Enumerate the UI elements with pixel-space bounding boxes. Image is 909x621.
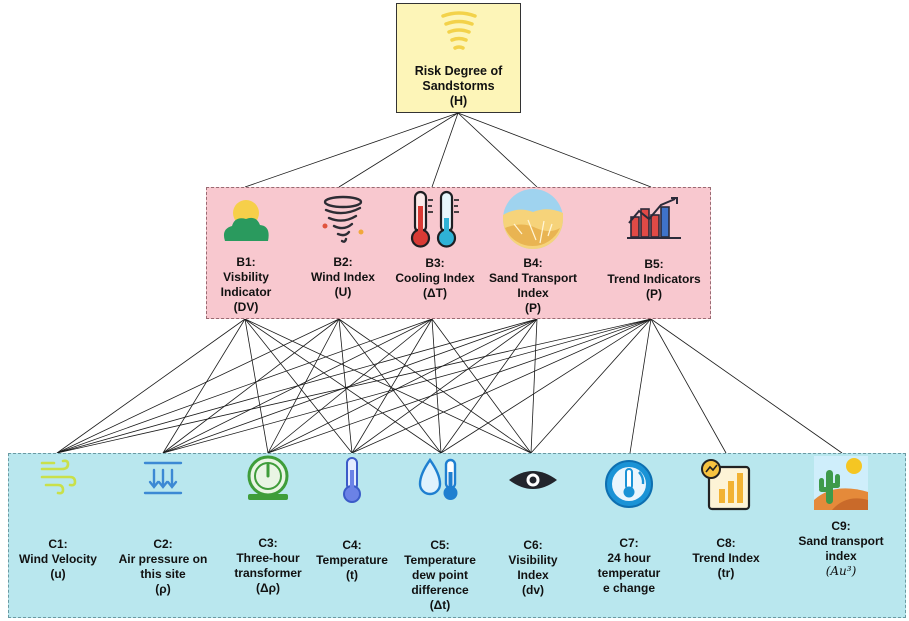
link-b4-c1 (56, 318, 538, 454)
criterion-b5: B5: Trend Indicators (P) (600, 195, 708, 302)
eye-icon (509, 471, 557, 489)
link-h-b5 (457, 112, 652, 188)
criterion-b2: B2: Wind Index (U) (298, 193, 388, 300)
goal-symbol: (H) (449, 94, 468, 108)
link-b2-c1 (56, 318, 340, 454)
link-b4-c3 (267, 318, 538, 454)
link-b3-c5 (431, 318, 442, 454)
alternative-c2: C2: Air pressure on this site (ρ) (110, 458, 216, 597)
link-b5-c4 (351, 318, 652, 454)
alternative-c3: C3: Three-hour transformer (Δρ) (222, 454, 314, 596)
link-b5-c8 (650, 318, 727, 454)
alternative-c8: C8: Trend Index (tr) (684, 459, 768, 581)
link-b5-c2 (162, 318, 652, 454)
link-b3-c6 (431, 318, 532, 454)
link-b5-c7 (629, 318, 652, 454)
link-b1-c5 (244, 318, 442, 454)
alternative-c6: C6: Visibility Index (dv) (497, 468, 569, 598)
pressure-arrows-icon (143, 461, 183, 495)
link-b2-c6 (338, 318, 532, 454)
alternative-c9: C9: Sand transport index (Au³) (786, 454, 896, 579)
temperature-change-icon (605, 460, 653, 508)
goal-node: Risk Degree of Sandstorms (H) (396, 3, 521, 113)
link-h-b3 (431, 112, 459, 188)
link-b5-c9 (650, 318, 843, 454)
link-b1-c2 (162, 318, 246, 454)
trend-index-icon (701, 459, 751, 511)
link-b4-c2 (162, 318, 538, 454)
tornado-icon (322, 195, 364, 243)
link-b1-c6 (244, 318, 532, 454)
thermometer-icon (343, 457, 361, 503)
alternative-c7: C7: 24 hour temperatur e change (588, 458, 670, 596)
link-h-b4 (457, 112, 538, 188)
desert-globe-icon (503, 189, 563, 249)
alternative-c1: C1: Wind Velocity (u) (10, 457, 106, 582)
link-b4-c5 (440, 318, 538, 454)
link-b3-c1 (56, 318, 433, 454)
criterion-b3: B3: Cooling Index (ΔT) (395, 188, 475, 301)
link-b1-c3 (244, 318, 269, 454)
link-b5-c1 (56, 318, 652, 454)
link-h-b2 (338, 112, 459, 188)
sun-cloud-icon (223, 200, 269, 241)
alternatives-layer (8, 453, 906, 618)
link-b2-c3 (267, 318, 340, 454)
goal-label: Risk Degree of Sandstorms (414, 64, 503, 93)
alternative-c5: C5: Temperature dew point difference (Δt… (395, 456, 485, 613)
criterion-b4: B4: Sand Transport Index (P) (484, 188, 582, 316)
link-b3-c4 (351, 318, 433, 454)
criterion-b1: B1: Visbility Indicator (DV) (206, 195, 286, 315)
link-b2-c5 (338, 318, 442, 454)
link-b2-c2 (162, 318, 340, 454)
link-b1-c1 (56, 318, 246, 454)
alternative-c4: C4: Temperature (t) (309, 456, 395, 583)
link-b2-c4 (338, 318, 353, 454)
gauge-icon (247, 455, 289, 500)
link-h-b1 (244, 112, 459, 188)
link-b4-c4 (351, 318, 538, 454)
link-b5-c3 (267, 318, 652, 454)
wind-icon (40, 459, 77, 495)
link-b1-c4 (244, 318, 353, 454)
thermometers-icon (410, 190, 459, 248)
dew-thermometer-icon (418, 457, 458, 500)
desert-cactus-icon (814, 456, 868, 510)
link-b4-c6 (530, 318, 538, 454)
tornado-icon (440, 11, 477, 50)
link-b5-c6 (530, 318, 652, 454)
criteria-layer (206, 187, 711, 319)
link-b5-c5 (440, 318, 652, 454)
trend-chart-icon (627, 197, 681, 239)
